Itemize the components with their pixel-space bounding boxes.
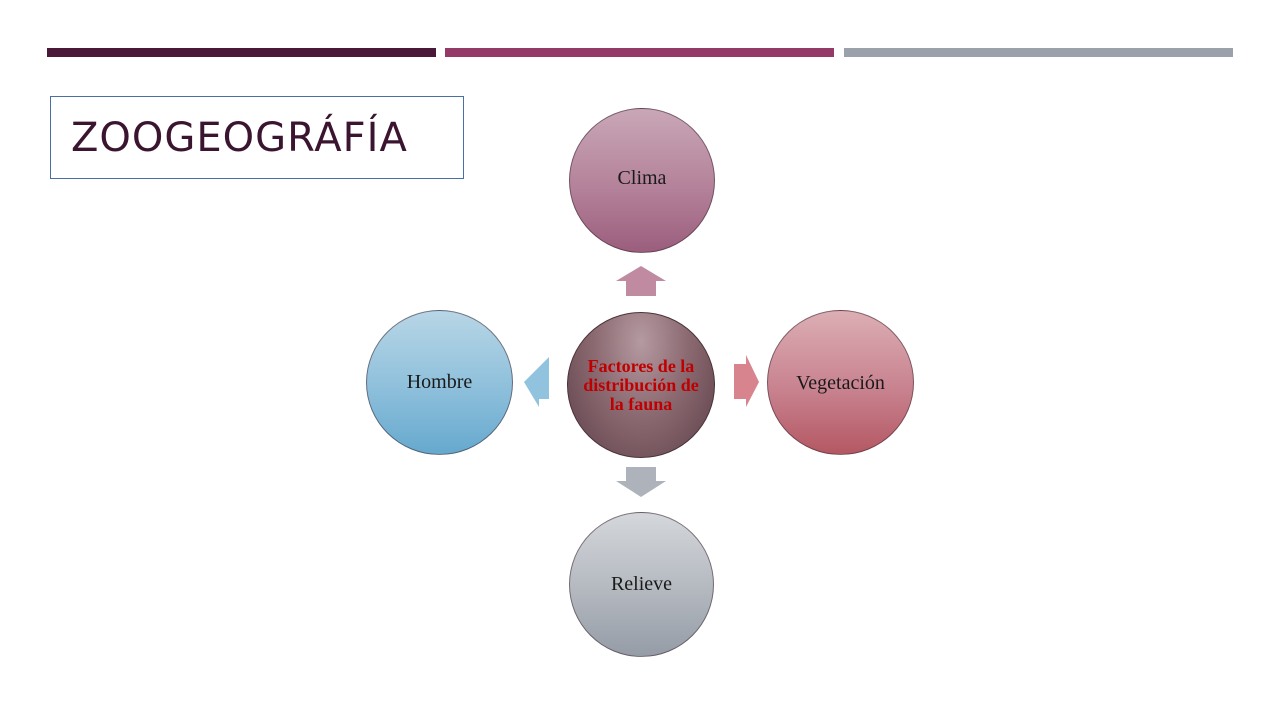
accent-bar-3 bbox=[844, 48, 1233, 57]
node-center: Factores de la distribución de la fauna bbox=[567, 312, 715, 458]
arrow-right-icon bbox=[734, 355, 759, 407]
node-vegetacion-label: Vegetación bbox=[796, 371, 885, 394]
node-clima-label: Clima bbox=[617, 166, 667, 189]
arrow-down-icon bbox=[616, 467, 666, 497]
node-hombre-label: Hombre bbox=[406, 371, 473, 393]
accent-bar-2 bbox=[445, 48, 834, 57]
node-hombre: Hombre bbox=[366, 310, 513, 455]
node-clima: Clima bbox=[569, 108, 715, 253]
arrow-up-icon bbox=[616, 266, 666, 296]
slide-title: ZOOGEOGRÁFÍA bbox=[71, 114, 408, 161]
node-center-label: Factores de la distribución de la fauna bbox=[583, 355, 699, 414]
arrow-left-icon bbox=[524, 357, 549, 407]
accent-bar-1 bbox=[47, 48, 436, 57]
title-box: ZOOGEOGRÁFÍA bbox=[50, 96, 464, 179]
node-relieve: Relieve bbox=[569, 512, 714, 657]
node-relieve-label: Relieve bbox=[610, 573, 673, 595]
node-vegetacion: Vegetación bbox=[767, 310, 914, 455]
